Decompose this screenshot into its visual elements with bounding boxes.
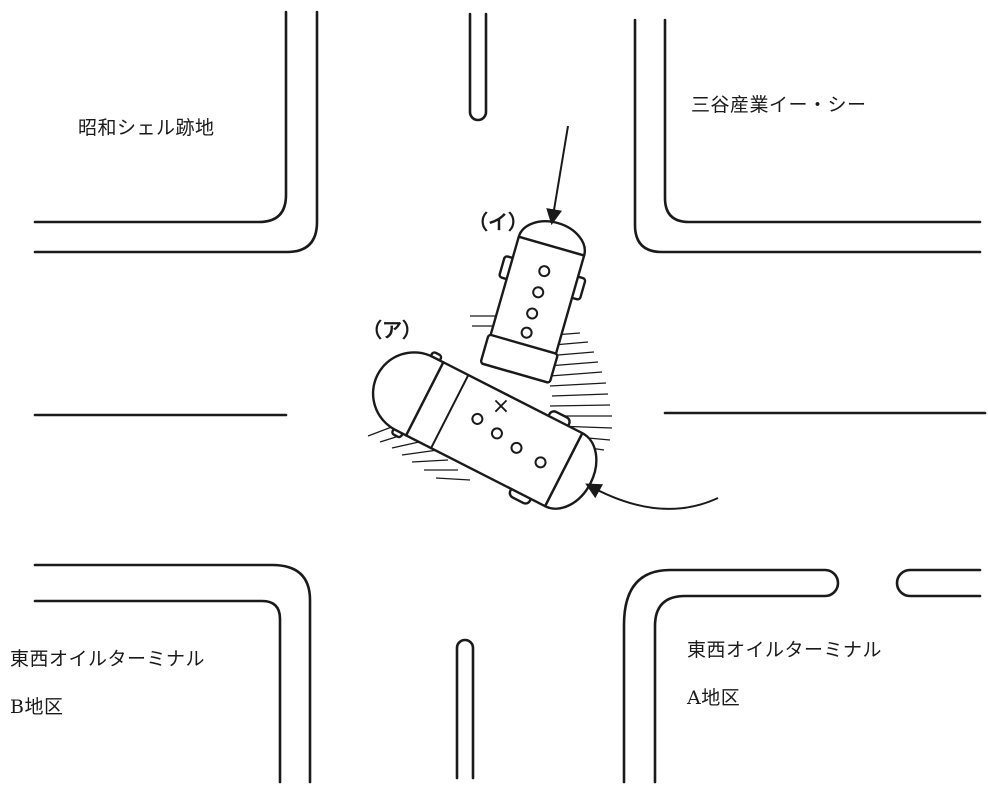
curb-top-left	[33, 10, 319, 254]
label-bottom-left-property-line2: B地区	[10, 696, 64, 718]
label-bottom-left-property-line1: 東西オイルターミナル	[10, 648, 206, 670]
vehicle-a	[371, 351, 598, 510]
label-top-right-property: 三谷産業イー・シー	[691, 94, 867, 116]
vehicle-i	[479, 220, 587, 384]
curb-bottom-right	[622, 568, 982, 784]
label-bottom-right-property-line2: A地区	[687, 687, 741, 709]
label-vehicle-i: （イ）	[468, 210, 528, 234]
label-bottom-right-property-line1: 東西オイルターミナル	[687, 639, 883, 661]
arrow-vehicle-i-direction	[546, 125, 569, 226]
median-south	[455, 638, 475, 780]
median-north	[468, 12, 488, 122]
label-top-left-property: 昭和シェル跡地	[78, 117, 215, 139]
curb-bottom-left	[33, 563, 312, 784]
arrow-vehicle-a-direction	[585, 483, 719, 510]
label-vehicle-a: （ア）	[362, 318, 422, 342]
collision-mark: ×	[492, 394, 510, 419]
curb-top-right	[633, 18, 982, 254]
